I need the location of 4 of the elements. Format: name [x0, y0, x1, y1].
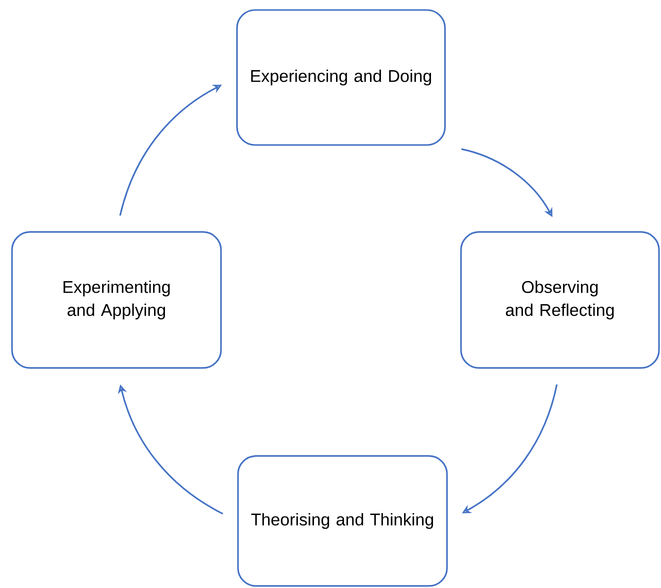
process-box: Theorising and Thinking	[237, 455, 448, 587]
process-box: Experimenting and Applying	[11, 231, 222, 369]
process-box: Experiencing and Doing	[236, 9, 446, 146]
process-box: Observing and Reflecting	[460, 231, 660, 369]
